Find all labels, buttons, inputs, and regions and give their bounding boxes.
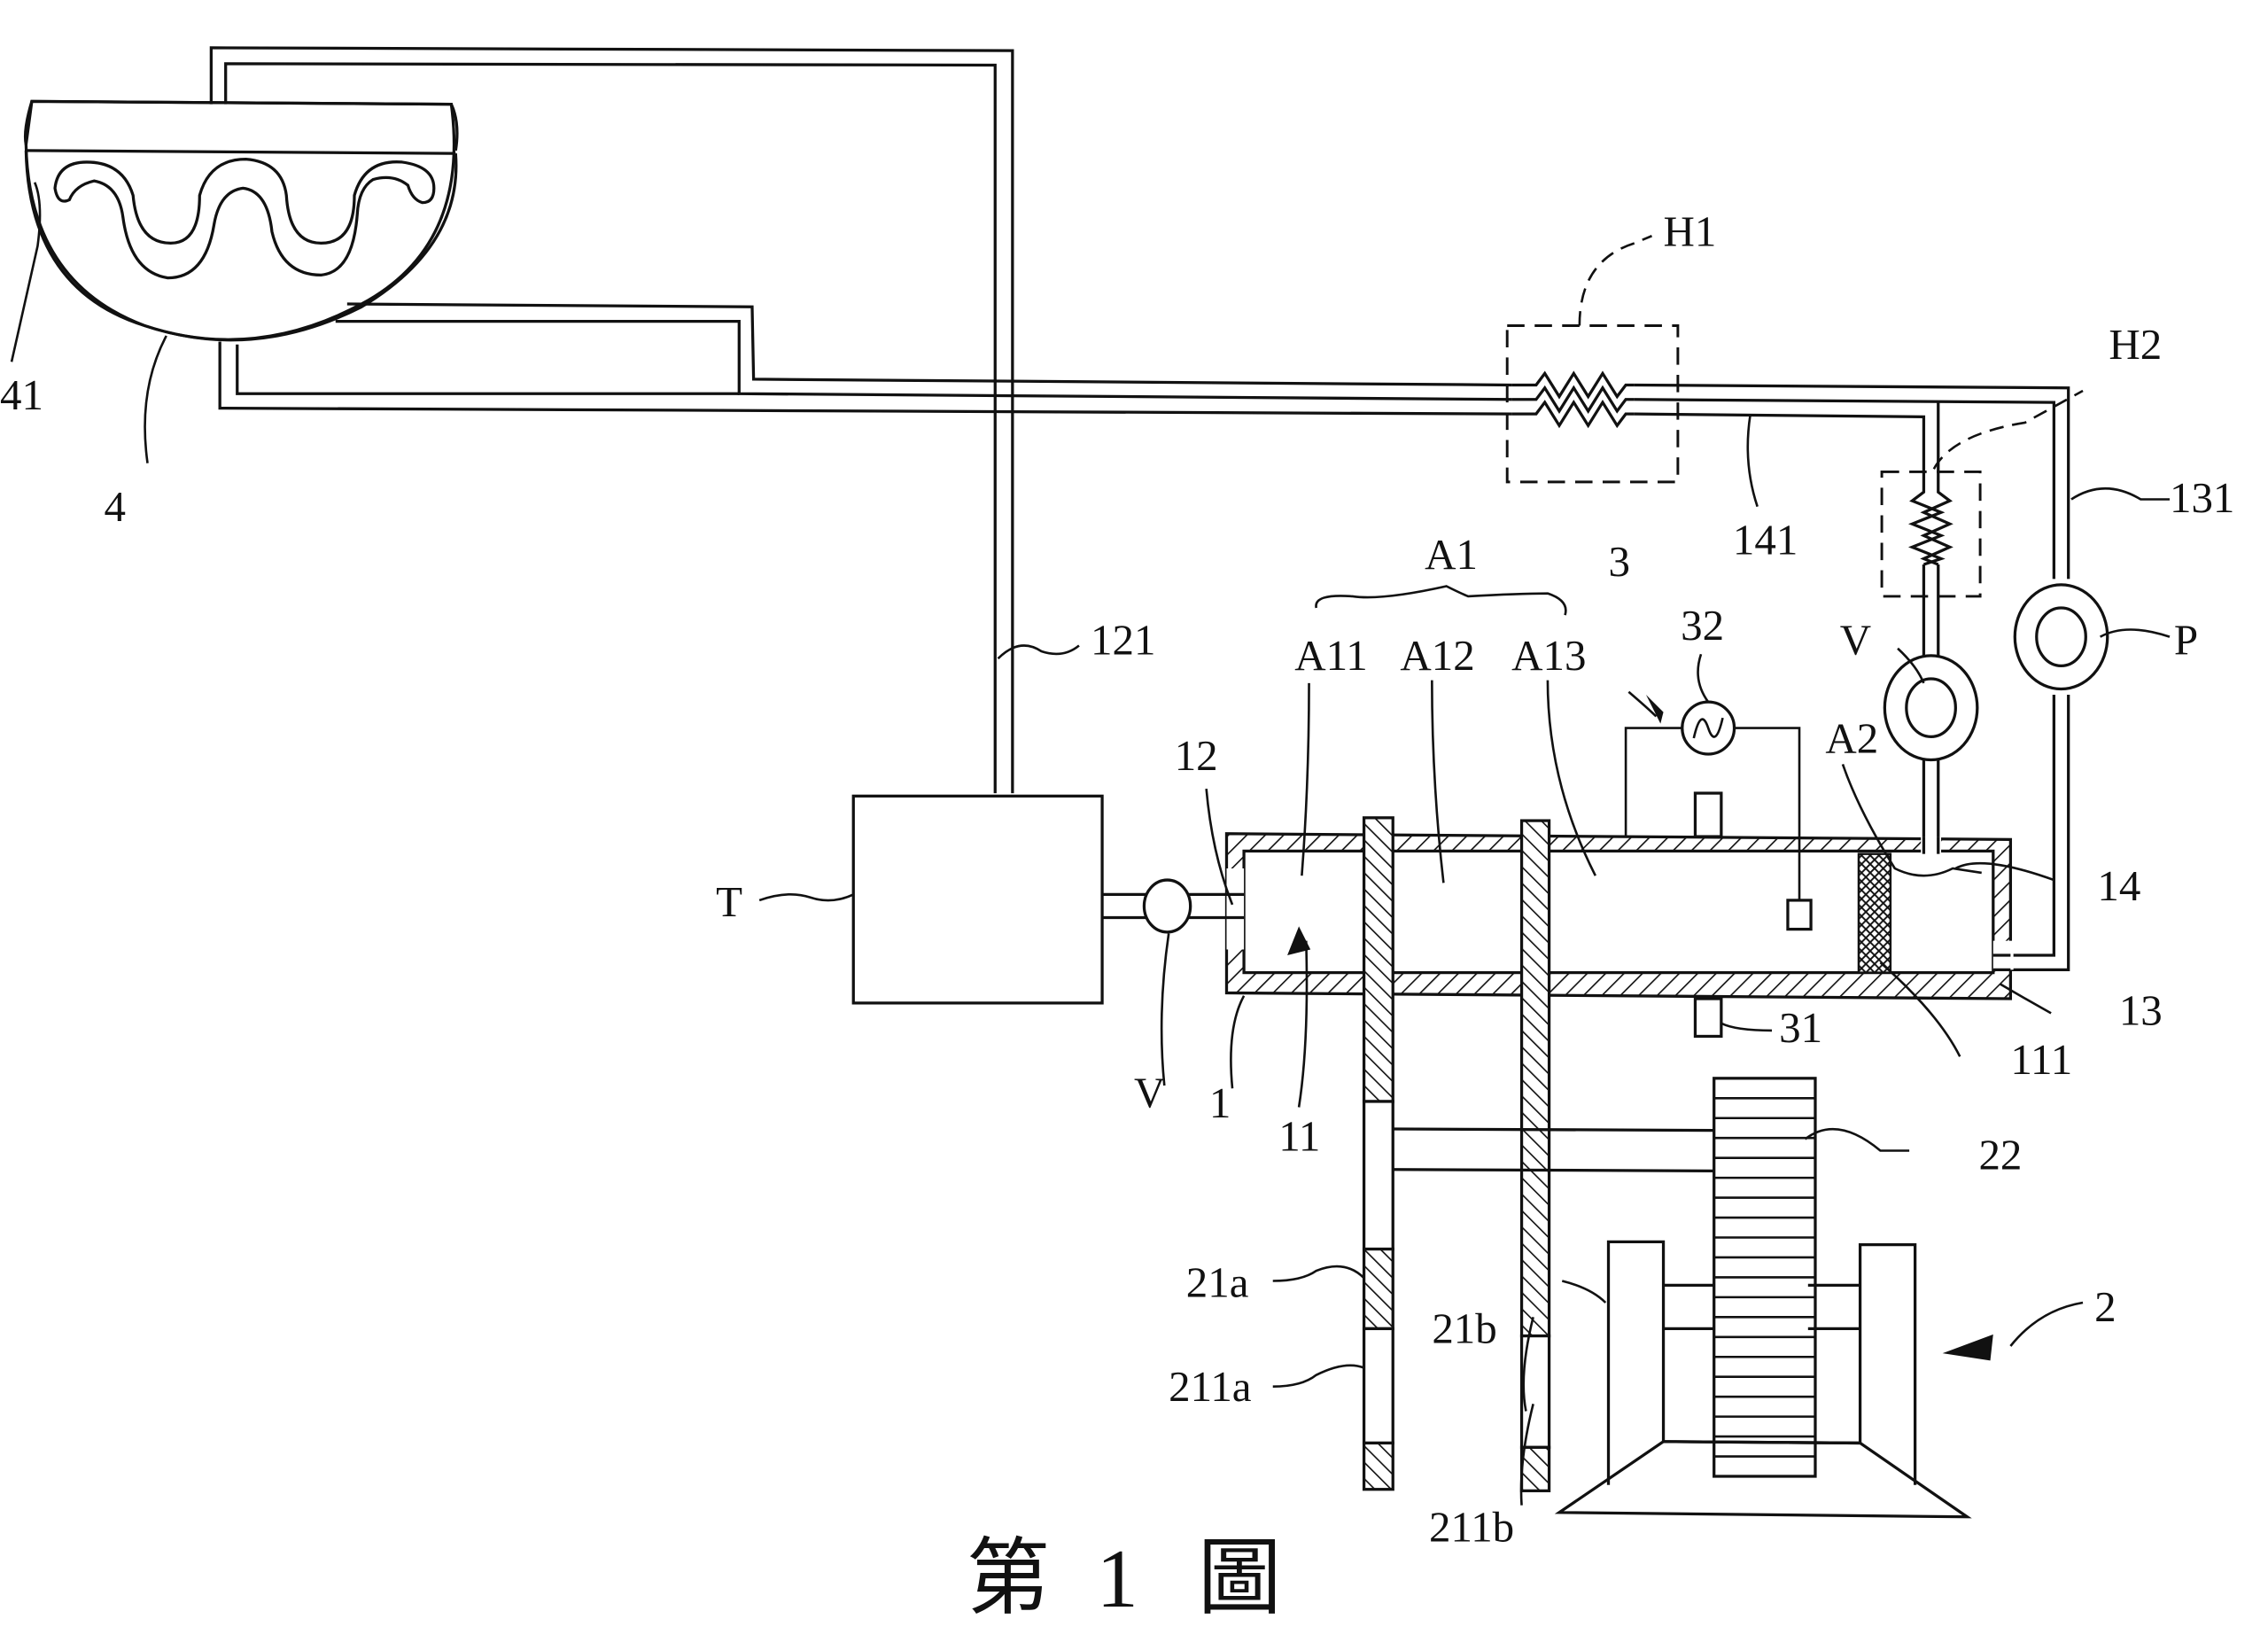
plate-21a <box>1362 816 1394 1491</box>
label-a11: A11 <box>1294 631 1367 680</box>
label-a13: A13 <box>1511 631 1586 680</box>
arrow-2-icon <box>1942 1334 1993 1361</box>
label-4: 4 <box>105 482 126 531</box>
label-h2: H2 <box>2109 320 2162 369</box>
heat-exchanger-h1 <box>1505 324 1680 484</box>
label-v-upper: V <box>1840 615 1871 664</box>
arrow-11-icon <box>1287 926 1311 955</box>
label-13: 13 <box>2119 985 2163 1034</box>
bowl-coil <box>53 158 436 280</box>
label-a12: A12 <box>1400 631 1474 680</box>
label-21b: 21b <box>1432 1304 1496 1353</box>
bowl-vessel <box>23 99 459 342</box>
label-h1: H1 <box>1664 207 1717 256</box>
sensor-31 <box>1624 727 1813 1039</box>
label-111: 111 <box>2010 1035 2072 1084</box>
plate-21b <box>1519 819 1551 1492</box>
label-a1: A1 <box>1425 530 1478 579</box>
valve-upper-icon <box>1883 654 1979 762</box>
pipe-network <box>209 46 2070 971</box>
label-2: 2 <box>2094 1282 2116 1331</box>
labels: 41 4 H1 H2 141 131 121 P V A1 A11 A12 A1… <box>0 207 2234 1552</box>
ac-sine-icon <box>1681 700 1736 756</box>
arrow-3-icon <box>1645 695 1664 724</box>
inlet-pipe-12 <box>1102 878 1241 934</box>
title-part-1: 第 <box>967 1533 1051 1625</box>
label-p: P <box>2174 615 2198 664</box>
heat-exchanger-h2 <box>1880 470 1982 598</box>
title-part-3: 圖 <box>1198 1533 1282 1625</box>
label-14: 14 <box>2097 861 2140 910</box>
label-21a: 21a <box>1186 1257 1249 1306</box>
label-11: 11 <box>1278 1111 1320 1160</box>
valve-lower-icon <box>1142 878 1192 934</box>
label-31: 31 <box>1779 1003 1822 1052</box>
label-131: 131 <box>2170 473 2234 522</box>
label-3: 3 <box>1609 537 1630 586</box>
tank-t <box>851 794 1104 1005</box>
label-v-lower: V <box>1134 1068 1165 1117</box>
leader-lines <box>10 182 2171 1506</box>
base-assembly-2 <box>1554 1240 1972 1519</box>
hole-211a <box>1362 1327 1394 1445</box>
label-211b: 211b <box>1429 1502 1514 1551</box>
label-a2: A2 <box>1825 713 1878 762</box>
label-41: 41 <box>0 370 43 419</box>
cylinder-1 <box>1224 832 2014 1000</box>
label-1: 1 <box>1209 1078 1231 1127</box>
figure-title: 第 1 圖 <box>967 1533 1282 1625</box>
shaft <box>1393 1127 1714 1172</box>
label-141: 141 <box>1733 516 1798 564</box>
label-121: 121 <box>1091 615 1155 664</box>
pump-icon <box>2013 579 2109 695</box>
label-32: 32 <box>1681 601 1724 650</box>
label-22: 22 <box>1978 1131 2022 1179</box>
label-t: T <box>716 877 742 926</box>
title-part-2: 1 <box>1097 1533 1138 1625</box>
gear-22 <box>1713 1077 1817 1478</box>
label-211a: 211a <box>1169 1362 1252 1411</box>
label-12: 12 <box>1175 731 1218 780</box>
